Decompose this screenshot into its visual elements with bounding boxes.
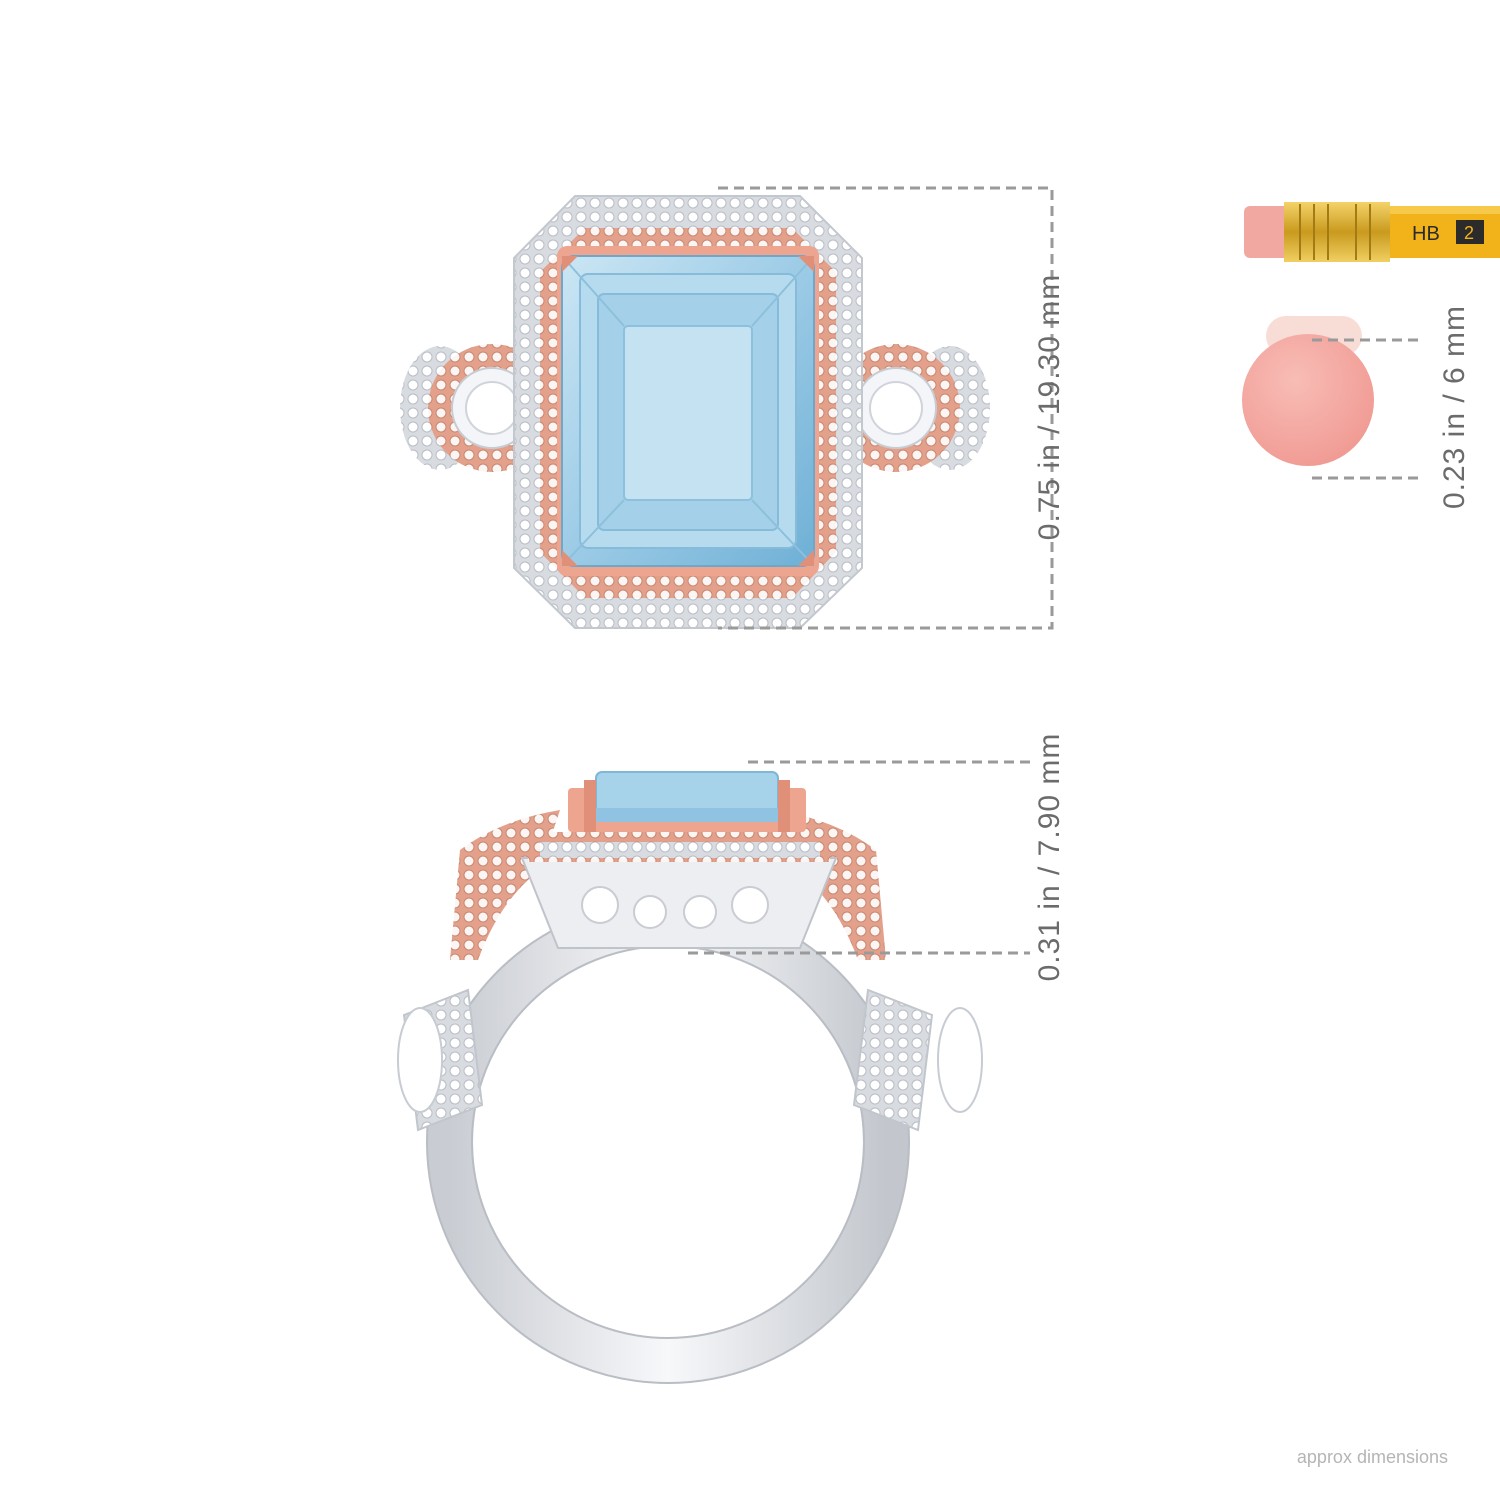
pencil-number-text: 2: [1464, 223, 1474, 243]
ring-top-view: [400, 195, 990, 629]
approx-dimensions-note: approx dimensions: [1296, 1447, 1448, 1467]
side-dimension-marker: [688, 760, 1030, 955]
side-view-dimension-label: 0.31 in / 7.90 mm: [1033, 732, 1066, 982]
eraser-reference: [1242, 316, 1374, 466]
aquamarine-center-stone: [561, 255, 815, 567]
right-side-stone-halo: [832, 344, 990, 472]
eraser-dimension-marker: [1312, 338, 1418, 480]
filigree-gallery: [520, 857, 838, 949]
eraser-dimension-label: 0.23 in / 6 mm: [1438, 304, 1471, 510]
pencil-grade-text: HB: [1412, 223, 1440, 245]
ring-shank: [427, 901, 909, 1383]
ring-side-view: [397, 771, 983, 1384]
top-view-dimension-label: 0.75 in / 19.30 mm: [1033, 273, 1066, 541]
top-dimension-marker: [718, 186, 1054, 630]
